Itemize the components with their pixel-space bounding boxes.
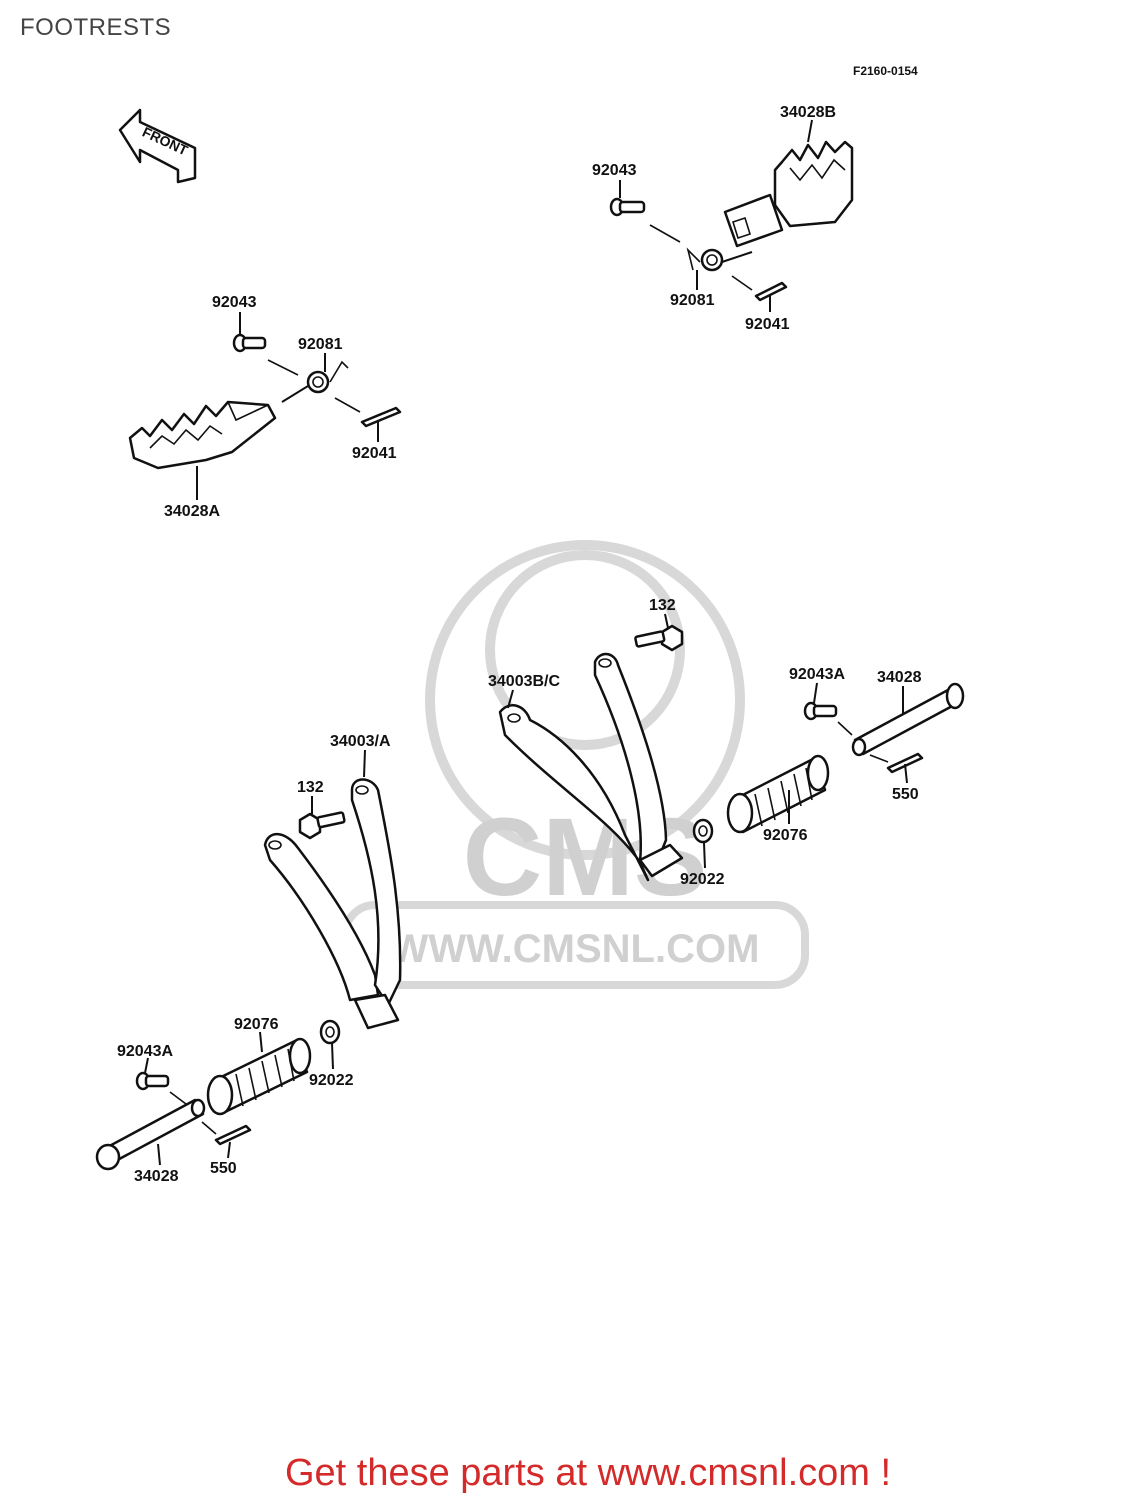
- callout-92081-left: 92081: [298, 336, 343, 353]
- callout-92022-left: 92022: [309, 1072, 354, 1089]
- callout-34003A: 34003/A: [330, 733, 391, 750]
- leader-lines: [144, 119, 908, 1166]
- callout-132-right: 132: [649, 597, 676, 614]
- rubber-92076-left: [206, 1037, 312, 1116]
- callout-92043-left: 92043: [212, 294, 257, 311]
- footpeg-left-assembly: [128, 333, 402, 470]
- footer-link[interactable]: Get these parts at www.cmsnl.com !: [0, 1452, 1146, 1495]
- bolt-132-right: [634, 624, 684, 652]
- rubber-92076-right: [726, 754, 830, 834]
- page-title: FOOTRESTS: [20, 14, 172, 41]
- callout-550-left: 550: [210, 1160, 237, 1177]
- callout-92043-top-right: 92043: [592, 162, 637, 179]
- callout-labels: 92043 34028B 92081 92041 92043 92081 920…: [117, 104, 922, 1185]
- callout-92043A-left: 92043A: [117, 1043, 173, 1060]
- bracket-left-assembly: [95, 778, 402, 1171]
- washer-92022-left: [319, 1019, 341, 1045]
- callout-34003BC: 34003B/C: [488, 673, 560, 690]
- callout-92022-right: 92022: [680, 871, 725, 888]
- callout-34028B: 34028B: [780, 104, 836, 121]
- diagram-code: F2160-0154: [853, 64, 918, 78]
- callout-92076-right: 92076: [763, 827, 808, 844]
- bolt-92043A-right: [803, 701, 838, 721]
- bracket-34003A: [263, 778, 402, 1030]
- callout-34028-left: 34028: [134, 1168, 179, 1185]
- bracket-right-assembly: [498, 624, 965, 882]
- callout-550-right: 550: [892, 786, 919, 803]
- footpeg-right-assembly: [609, 140, 854, 302]
- spring-92081-left: [281, 360, 349, 403]
- spring-92081-right: [686, 247, 753, 272]
- pin-34028-right: [851, 682, 965, 757]
- callout-34028-right: 34028: [877, 669, 922, 686]
- callout-92041-left: 92041: [352, 445, 397, 462]
- callout-92076-left: 92076: [234, 1016, 279, 1033]
- watermark-url: WWW.CMSNL.COM: [391, 927, 760, 971]
- pin-34028-left: [95, 1098, 206, 1171]
- callout-92041-top-right: 92041: [745, 316, 790, 333]
- callout-132-left: 132: [297, 779, 324, 796]
- footer-link-text[interactable]: Get these parts at www.cmsnl.com !: [284, 1452, 892, 1494]
- bolt-92043-left: [232, 333, 267, 353]
- cotter-pin-92041-left: [360, 406, 402, 428]
- callout-92043A-right: 92043A: [789, 666, 845, 683]
- bolt-92043-right: [609, 197, 646, 217]
- callout-92081-top-right: 92081: [670, 292, 715, 309]
- cotter-pin-550-left: [214, 1124, 252, 1146]
- washer-92022-right: [692, 818, 714, 844]
- footpeg-34028A: [128, 400, 277, 470]
- watermark-logo: CMS WWW.CMSNL.COM: [341, 540, 809, 989]
- callout-34028A: 34028A: [164, 503, 220, 520]
- bolt-92043A-left: [135, 1071, 170, 1091]
- cotter-pin-92041-right: [754, 281, 788, 302]
- cotter-pin-550-right: [886, 752, 924, 774]
- front-arrow-icon: FRONT: [118, 108, 197, 184]
- bracket-34003BC: [498, 652, 684, 882]
- bolt-132-left: [298, 811, 346, 840]
- footpeg-34028B: [723, 140, 854, 248]
